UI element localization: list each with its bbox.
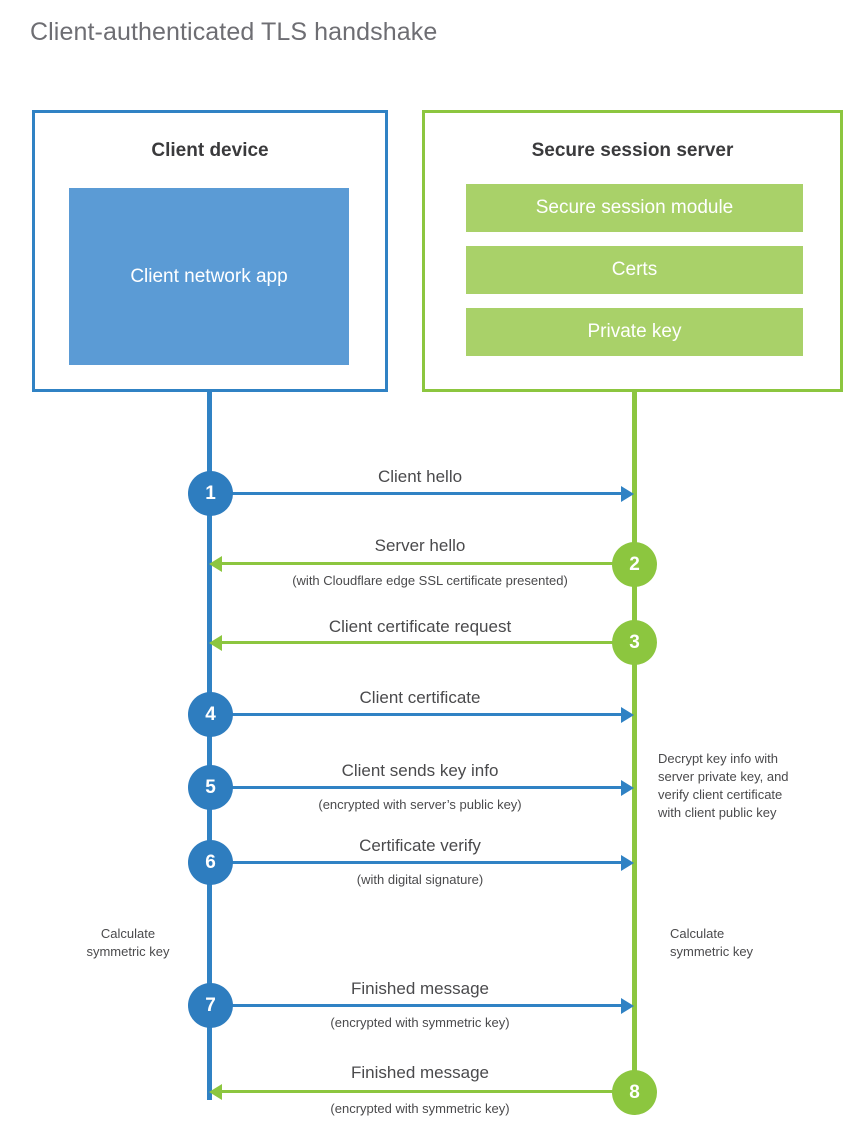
step-6-badge: 6 <box>188 840 233 885</box>
step-4-arrow-line <box>210 713 623 716</box>
step-6-label: Certificate verify <box>359 836 481 855</box>
step-5-label: Client sends key info <box>341 761 499 780</box>
step-2-arrow-line <box>222 562 634 565</box>
step-7-badge: 7 <box>188 983 233 1028</box>
step-2-arrowhead-icon <box>209 556 222 572</box>
step-6-sublabel: (with digital signature) <box>356 872 484 887</box>
step-8-badge: 8 <box>612 1070 657 1115</box>
server-module-certs: Certs <box>466 246 803 294</box>
client-network-app-label: Client network app <box>130 265 288 287</box>
step-1-arrow-line <box>210 492 623 495</box>
step-2-sublabel: (with Cloudflare edge SSL certificate pr… <box>292 573 568 588</box>
step-3-arrow-line <box>222 641 634 644</box>
step-7-sublabel: (encrypted with symmetric key) <box>330 1015 510 1030</box>
step-7-arrowhead-icon <box>621 998 634 1014</box>
step-8-label: Finished message <box>351 1063 489 1082</box>
secure-session-server-box: Secure session server Secure session mod… <box>422 110 843 392</box>
step-3-arrowhead-icon <box>209 635 222 651</box>
page-title: Client-authenticated TLS handshake <box>30 18 438 46</box>
server-module-secure-session: Secure session module <box>466 184 803 232</box>
step-4-arrowhead-icon <box>621 707 634 723</box>
step-5-badge: 5 <box>188 765 233 810</box>
step-3-badge: 3 <box>612 620 657 665</box>
step-7-label: Finished message <box>351 979 489 998</box>
step-2-badge: 2 <box>612 542 657 587</box>
step-6-arrow-line <box>210 861 623 864</box>
step-3-label: Client certificate request <box>328 617 512 636</box>
step-1-arrowhead-icon <box>621 486 634 502</box>
step-8-sublabel: (encrypted with symmetric key) <box>330 1101 510 1116</box>
step-8-arrowhead-icon <box>209 1084 222 1100</box>
step-4-badge: 4 <box>188 692 233 737</box>
step-2-label: Server hello <box>374 536 466 555</box>
secure-session-server-title: Secure session server <box>531 140 734 161</box>
server-module-list: Secure session module Certs Private key <box>466 184 803 356</box>
client-lifeline <box>207 390 212 1100</box>
step-4-label: Client certificate <box>359 688 481 707</box>
server-module-private-key: Private key <box>466 308 803 356</box>
client-network-app-block: Client network app <box>69 188 349 365</box>
step-1-label: Client hello <box>377 467 463 486</box>
step-5-sublabel: (encrypted with server’s public key) <box>318 797 522 812</box>
step-7-arrow-line <box>210 1004 623 1007</box>
step-6-arrowhead-icon <box>621 855 634 871</box>
step-5-arrowhead-icon <box>621 780 634 796</box>
client-device-box: Client device Client network app <box>32 110 388 392</box>
client-device-title: Client device <box>151 140 269 161</box>
step-1-badge: 1 <box>188 471 233 516</box>
server-lifeline <box>632 390 637 1090</box>
step-5-arrow-line <box>210 786 623 789</box>
step-8-arrow-line <box>222 1090 634 1093</box>
